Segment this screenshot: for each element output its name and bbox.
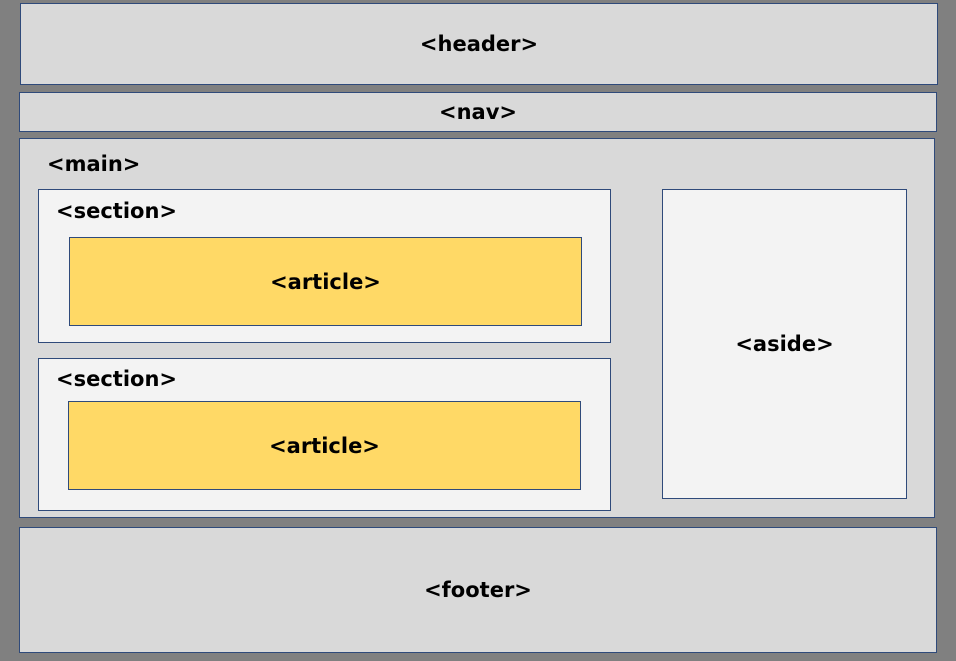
footer-label: <footer> (424, 578, 532, 602)
article-label-2: <article> (269, 433, 380, 458)
article-block-2: <article> (68, 401, 581, 490)
article-label-1: <article> (270, 269, 381, 294)
aside-block: <aside> (662, 189, 907, 499)
article-block-1: <article> (69, 237, 582, 326)
nav-label: <nav> (438, 100, 517, 124)
main-label: <main> (47, 152, 141, 176)
aside-label: <aside> (735, 332, 834, 356)
header-label: <header> (419, 32, 539, 56)
section-label-1: <section> (56, 199, 177, 223)
nav-block: <nav> (19, 92, 937, 132)
section-label-2: <section> (56, 367, 177, 391)
header-block: <header> (20, 3, 938, 85)
footer-block: <footer> (19, 527, 937, 653)
